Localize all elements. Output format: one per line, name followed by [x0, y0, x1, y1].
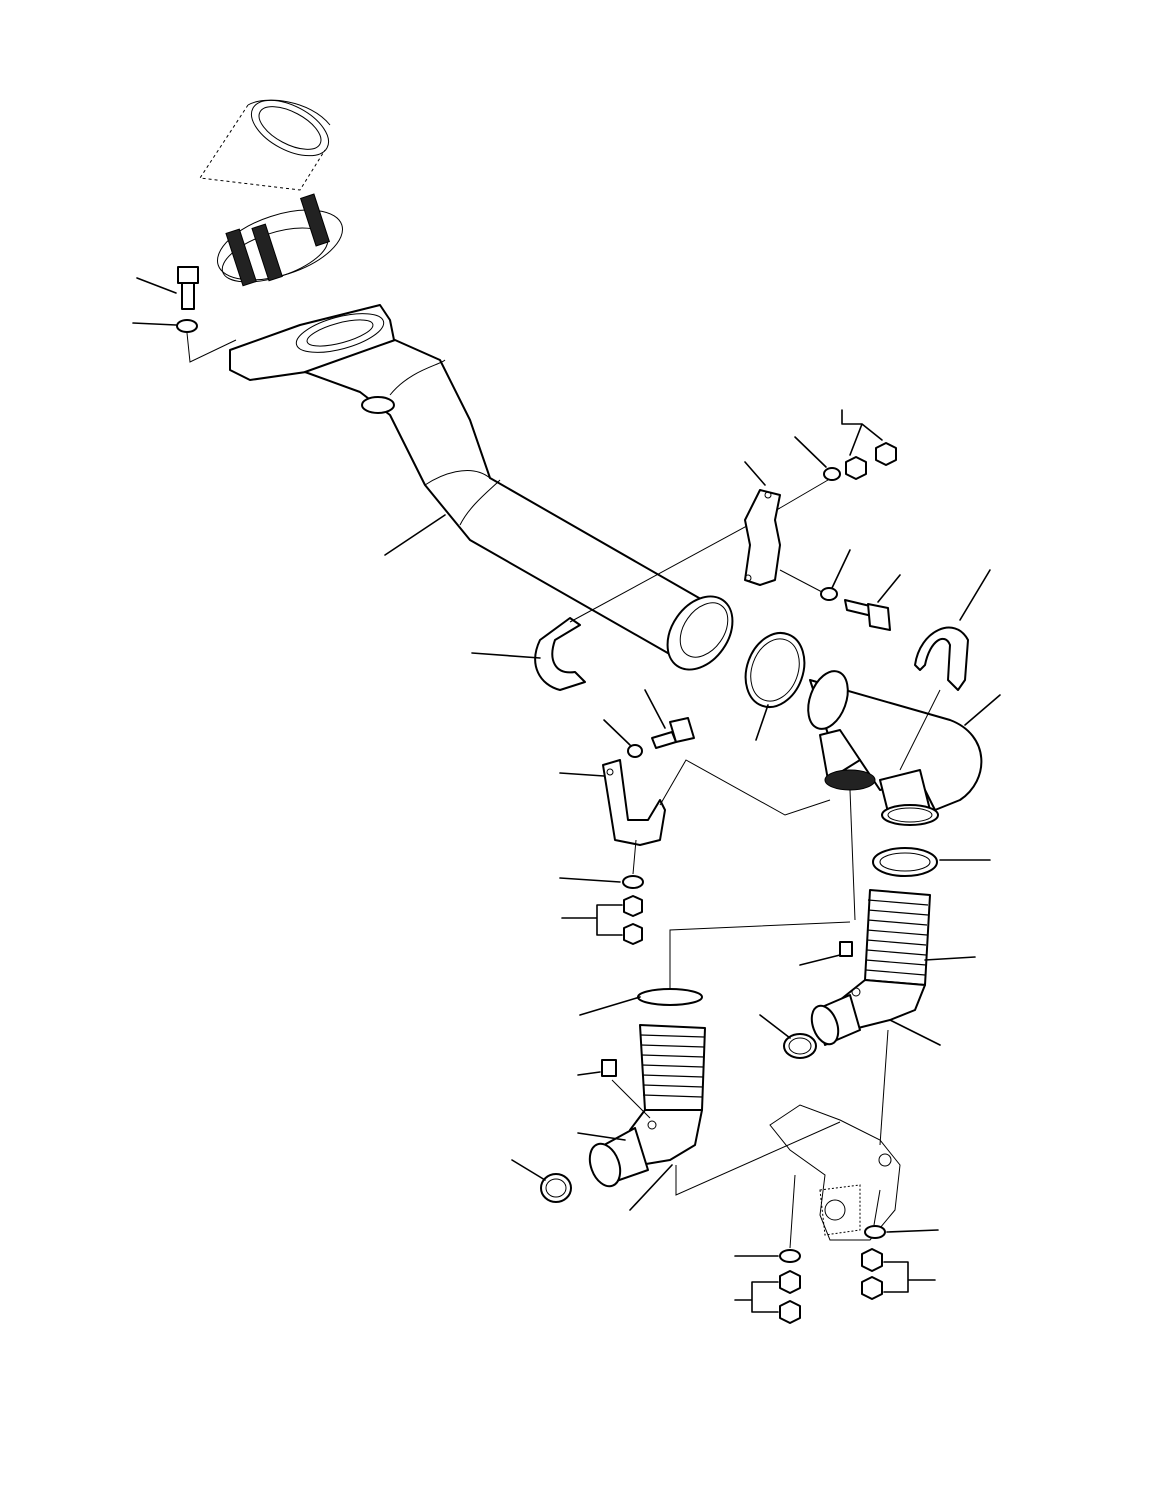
support-bracket-lower — [602, 759, 666, 846]
assembly-line — [779, 479, 829, 509]
bracket-washer — [820, 587, 838, 601]
mount-nut — [861, 1276, 883, 1300]
flex-bellows-left — [588, 1024, 706, 1188]
leader-line — [924, 956, 976, 961]
assembly-line — [675, 1121, 841, 1196]
bracket-nut — [623, 923, 643, 945]
bracket-nut — [875, 442, 897, 466]
bracket-nut — [623, 895, 643, 917]
leader-line — [959, 569, 991, 621]
leader-line — [883, 1261, 936, 1293]
flex-bellows-right — [810, 889, 931, 1046]
pipe-seal-ring — [744, 632, 806, 708]
leader-line — [734, 1281, 779, 1313]
sensor-plug — [839, 941, 853, 957]
leader-line — [561, 904, 623, 936]
assembly-line — [569, 507, 781, 623]
flange-bolt — [177, 266, 199, 310]
sensor-plug — [601, 1059, 617, 1077]
assembly-line — [659, 759, 831, 816]
leader-line — [877, 574, 901, 603]
bracket-washer — [627, 744, 643, 758]
adapter-studs — [225, 193, 331, 287]
leader-line — [603, 719, 631, 746]
flange-washer — [176, 319, 198, 333]
bracket-washer — [823, 467, 841, 481]
main-exhaust-pipe — [304, 339, 734, 671]
assembly-line — [632, 839, 637, 875]
bracket-nut — [845, 456, 867, 480]
bracket-washer — [622, 875, 644, 889]
bracket-bolt — [844, 599, 891, 631]
leader-line — [559, 877, 621, 883]
assembly-line — [611, 1079, 651, 1119]
assembly-line — [849, 789, 856, 921]
assembly-line — [186, 332, 237, 363]
support-bracket-upper — [744, 489, 781, 586]
leader-line — [759, 1014, 791, 1039]
mount-washer — [779, 1249, 801, 1263]
mount-nut — [779, 1300, 801, 1324]
leader-line — [471, 652, 541, 659]
leader-line — [384, 514, 446, 556]
assembly-line — [789, 1174, 796, 1249]
leader-line — [964, 694, 1001, 726]
assembly-line — [879, 1029, 889, 1146]
assembly-line — [873, 1189, 881, 1226]
mount-washer — [864, 1225, 886, 1239]
assembly-line — [899, 689, 941, 771]
leader-line — [577, 1071, 601, 1076]
leader-line — [579, 996, 641, 1016]
leader-line — [755, 704, 769, 741]
leader-line — [136, 277, 177, 294]
leader-line — [629, 1164, 673, 1211]
y-branch-pipe — [807, 670, 983, 826]
leader-line — [889, 1019, 941, 1046]
leader-line — [644, 689, 666, 729]
leader-line — [577, 1132, 626, 1141]
leader-line — [132, 322, 177, 326]
leader-line — [841, 409, 883, 456]
engine-mount-bracket — [769, 1104, 901, 1241]
pipe-clamp-upper — [914, 626, 969, 691]
leader-line — [799, 954, 841, 966]
pipe-seal-ring-left — [637, 988, 703, 1006]
leader-line — [744, 461, 766, 486]
hose-clamp-left — [540, 1173, 572, 1203]
pipe-clamp-band — [534, 617, 586, 691]
leader-line — [794, 436, 827, 468]
mount-nut — [861, 1248, 883, 1272]
assembly-line — [669, 921, 851, 990]
leader-line — [511, 1159, 546, 1181]
pipe-clamp-ring — [872, 847, 938, 877]
leader-line — [559, 772, 605, 777]
bracket-bolt — [651, 717, 695, 749]
leader-line — [886, 1229, 939, 1233]
assembly-line — [779, 569, 823, 593]
mount-nut — [779, 1270, 801, 1294]
leader-line — [831, 549, 851, 589]
